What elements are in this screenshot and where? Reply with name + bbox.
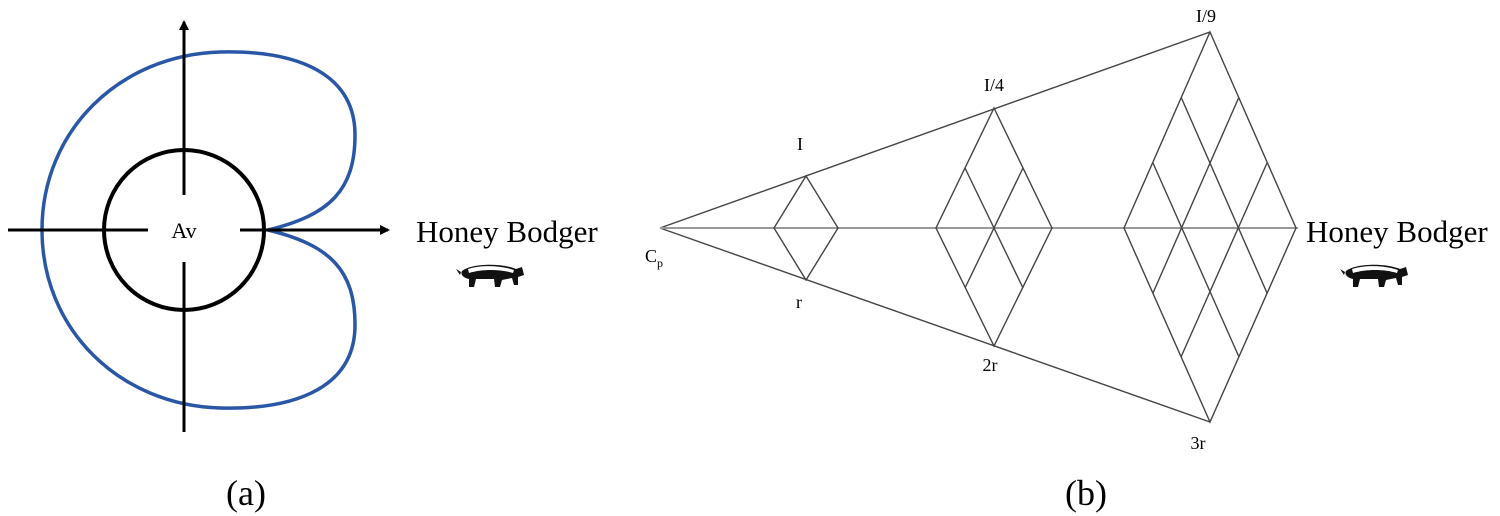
honey-badger-icon <box>1340 264 1408 287</box>
caption-a: (a) <box>226 473 266 513</box>
cone-lower-line <box>659 227 1211 423</box>
honey-bodger-label-b: Honey Bodger <box>1306 214 1488 249</box>
panel-b <box>659 30 1298 424</box>
diamond-2 <box>935 106 1053 348</box>
av-label: Av <box>171 218 196 243</box>
label-r: r <box>796 292 802 312</box>
cone-upper-line <box>659 31 1211 229</box>
label-I-9: I/9 <box>1196 6 1216 26</box>
label-3r: 3r <box>1191 433 1206 453</box>
label-I: I <box>797 134 803 154</box>
caption-b: (b) <box>1065 473 1107 513</box>
diamond-3 <box>1123 30 1297 424</box>
honey-bodger-label-a: Honey Bodger <box>416 214 598 249</box>
diamond-1 <box>773 174 839 282</box>
honey-badger-icon <box>456 264 524 287</box>
label-2r: 2r <box>983 355 998 375</box>
label-I-4: I/4 <box>984 75 1004 95</box>
label-cp: Cp <box>645 246 663 270</box>
panel-b-labels: I I/4 I/9 r 2r 3r Cp Honey Bodger (b) <box>645 6 1488 513</box>
panel-a: Av Honey Bodger (a) <box>8 20 598 513</box>
